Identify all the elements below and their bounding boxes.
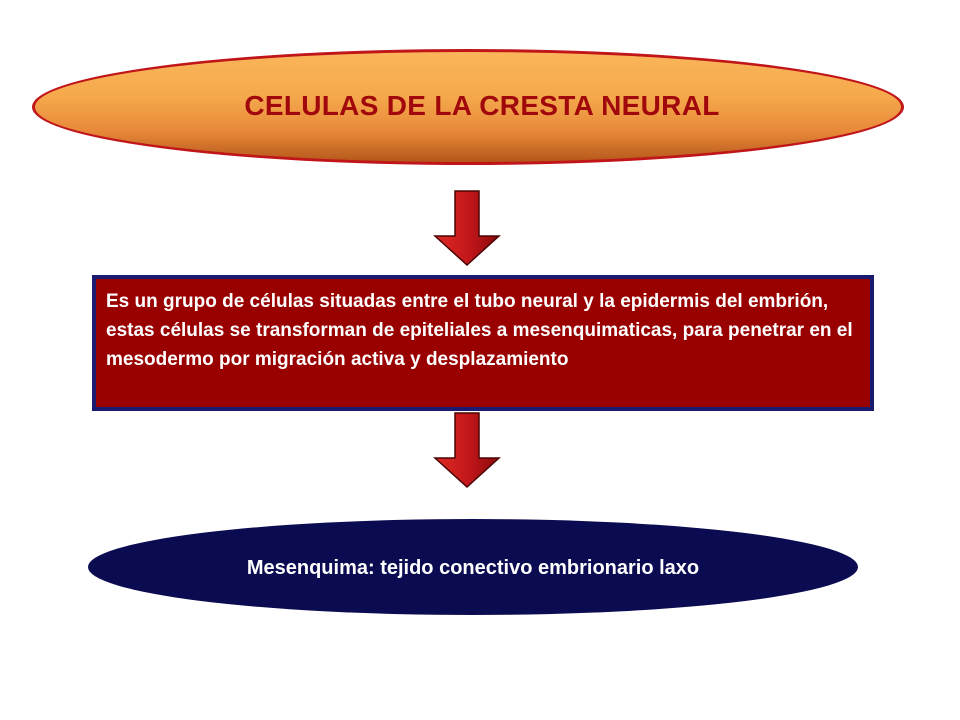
title-ellipse: CELULAS DE LA CRESTA NEURAL bbox=[32, 49, 904, 165]
down-arrow-icon bbox=[433, 190, 501, 266]
title-text: CELULAS DE LA CRESTA NEURAL bbox=[244, 90, 720, 121]
description-box: Es un grupo de células situadas entre el… bbox=[92, 275, 874, 411]
down-arrow-icon bbox=[433, 412, 501, 488]
description-text: Es un grupo de células situadas entre el… bbox=[106, 291, 853, 370]
result-text: Mesenquima: tejido conectivo embrionario… bbox=[246, 556, 700, 579]
result-ellipse: Mesenquima: tejido conectivo embrionario… bbox=[88, 519, 858, 615]
